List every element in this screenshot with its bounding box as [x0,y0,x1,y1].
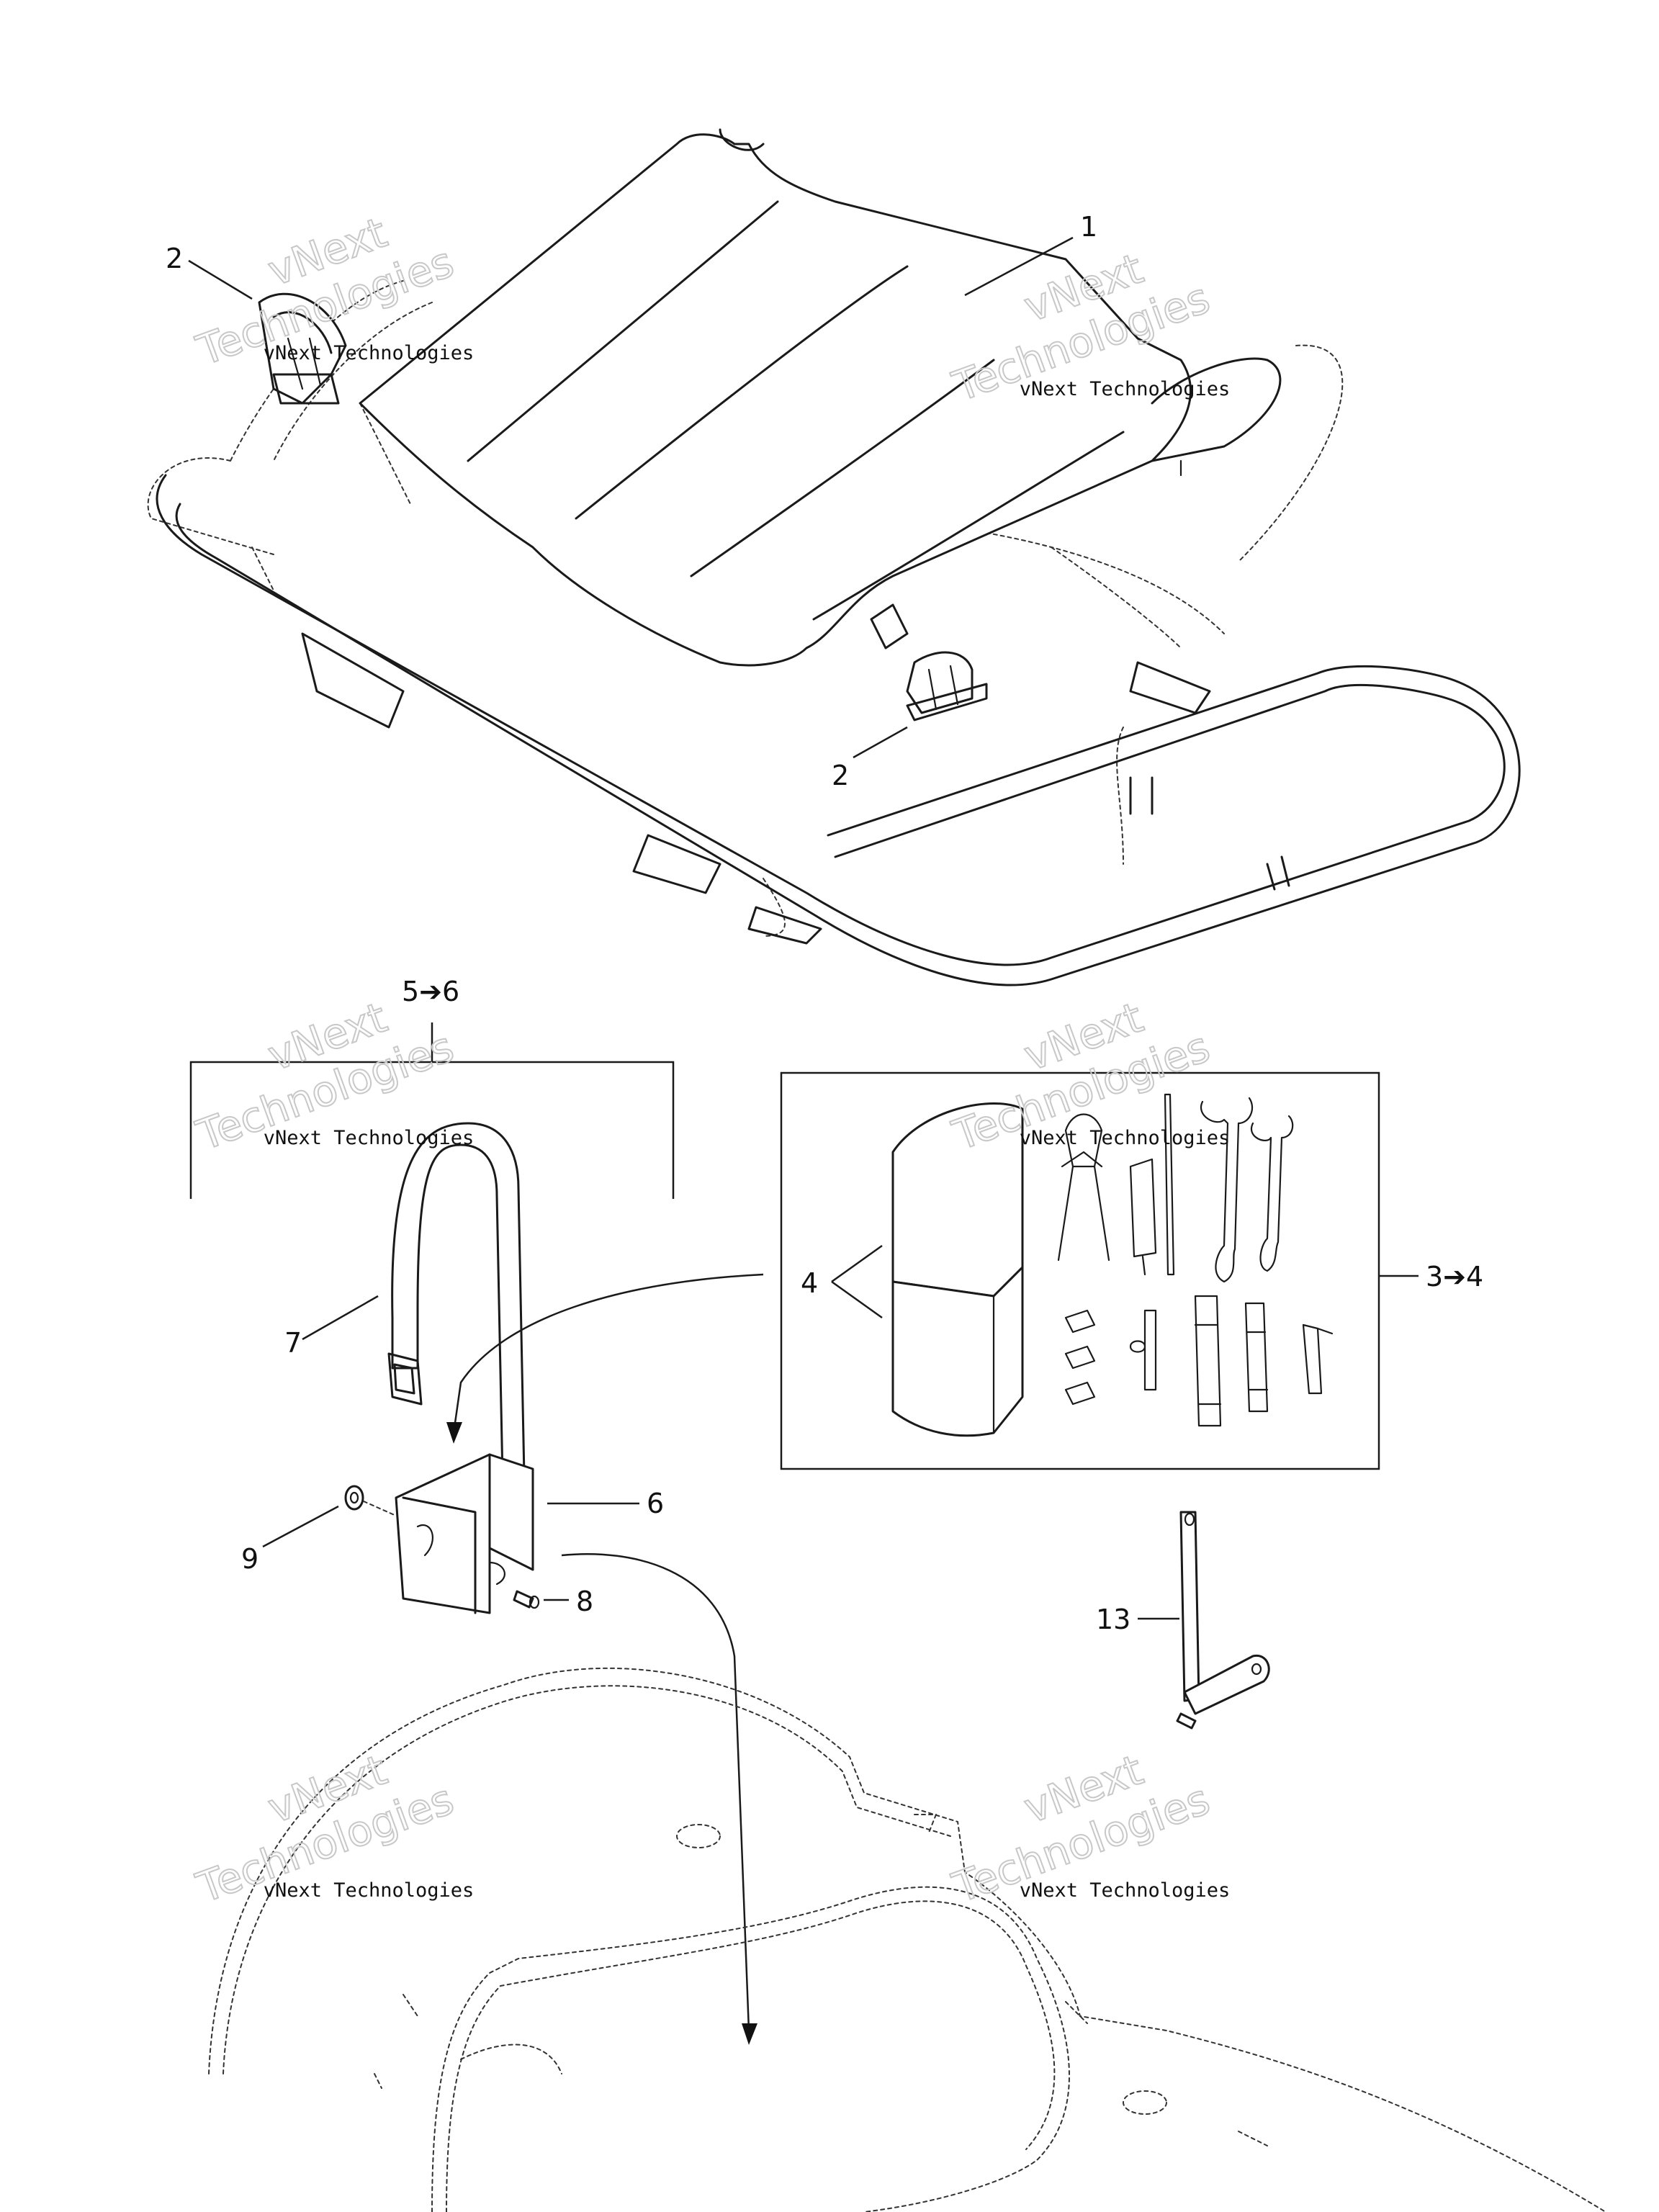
callout-5-6: 5➔6 [402,976,459,1007]
seat-cushion [359,133,1192,667]
svg-text:vNext Technologies: vNext Technologies [264,1127,475,1149]
washer-item-9 [344,1485,397,1516]
seat-latch-clip-left [258,292,347,405]
wrench-large [1200,1097,1254,1283]
holder-bracket [395,1453,534,1614]
callout-7: 7 [284,1327,302,1359]
watermark-bottom-left: vNext Technologies vNext Technologies [189,1745,475,1913]
svg-text:vNext Technologies: vNext Technologies [1020,1127,1231,1149]
extension-rod [1164,1093,1175,1276]
item-13-bracket [1176,1511,1270,1730]
callout-leaders-top [188,236,1074,759]
callout-6: 6 [647,1488,664,1519]
spark-plug-gauge [1129,1309,1157,1391]
toolkit-box [780,1071,1419,1470]
watermark-mid-left: vNext Technologies vNext Technologies [189,992,475,1161]
callout-2-bottom: 2 [832,760,849,791]
callout-9: 9 [241,1543,258,1575]
seat-latch-clip-right [906,651,988,721]
hex-key [1302,1323,1334,1395]
callout-2-top: 2 [166,243,183,274]
socket-wrench-2 [1244,1302,1269,1413]
tools [1057,1093,1334,1427]
svg-text:vNext Technologies: vNext Technologies [1020,1879,1231,1902]
kit-bracket-group [189,1022,675,1199]
body-tub-phantom [208,1667,1606,2212]
svg-text:vNext Technologies: vNext Technologies [264,342,475,364]
callout-13: 13 [1096,1604,1130,1635]
wrench-small [1250,1115,1294,1272]
screwdriver [1129,1158,1157,1276]
callout-4-leaders [831,1244,883,1319]
socket-wrench-1 [1194,1295,1222,1427]
screw-item-8 [513,1590,540,1609]
callout-1: 1 [1080,211,1097,243]
toolkit-frame [780,1071,1380,1470]
callout-4: 4 [801,1267,818,1299]
watermark-bottom-right: vNext Technologies vNext Technologies [945,1745,1231,1913]
group-bracket-5-6 [189,1022,675,1199]
callout-leaders-middle-left [262,1295,639,1601]
seat-frame-assembly [147,128,1521,986]
tool-bag [891,1102,1024,1437]
assembly-arrows [446,1273,764,2045]
svg-text:vNext Technologies: vNext Technologies [1020,378,1231,400]
fuses [1064,1309,1096,1406]
pliers [1057,1113,1110,1262]
callout-3-4: 3➔4 [1426,1261,1483,1292]
svg-text:vNext Technologies: vNext Technologies [264,1879,475,1902]
callout-8: 8 [576,1586,593,1617]
